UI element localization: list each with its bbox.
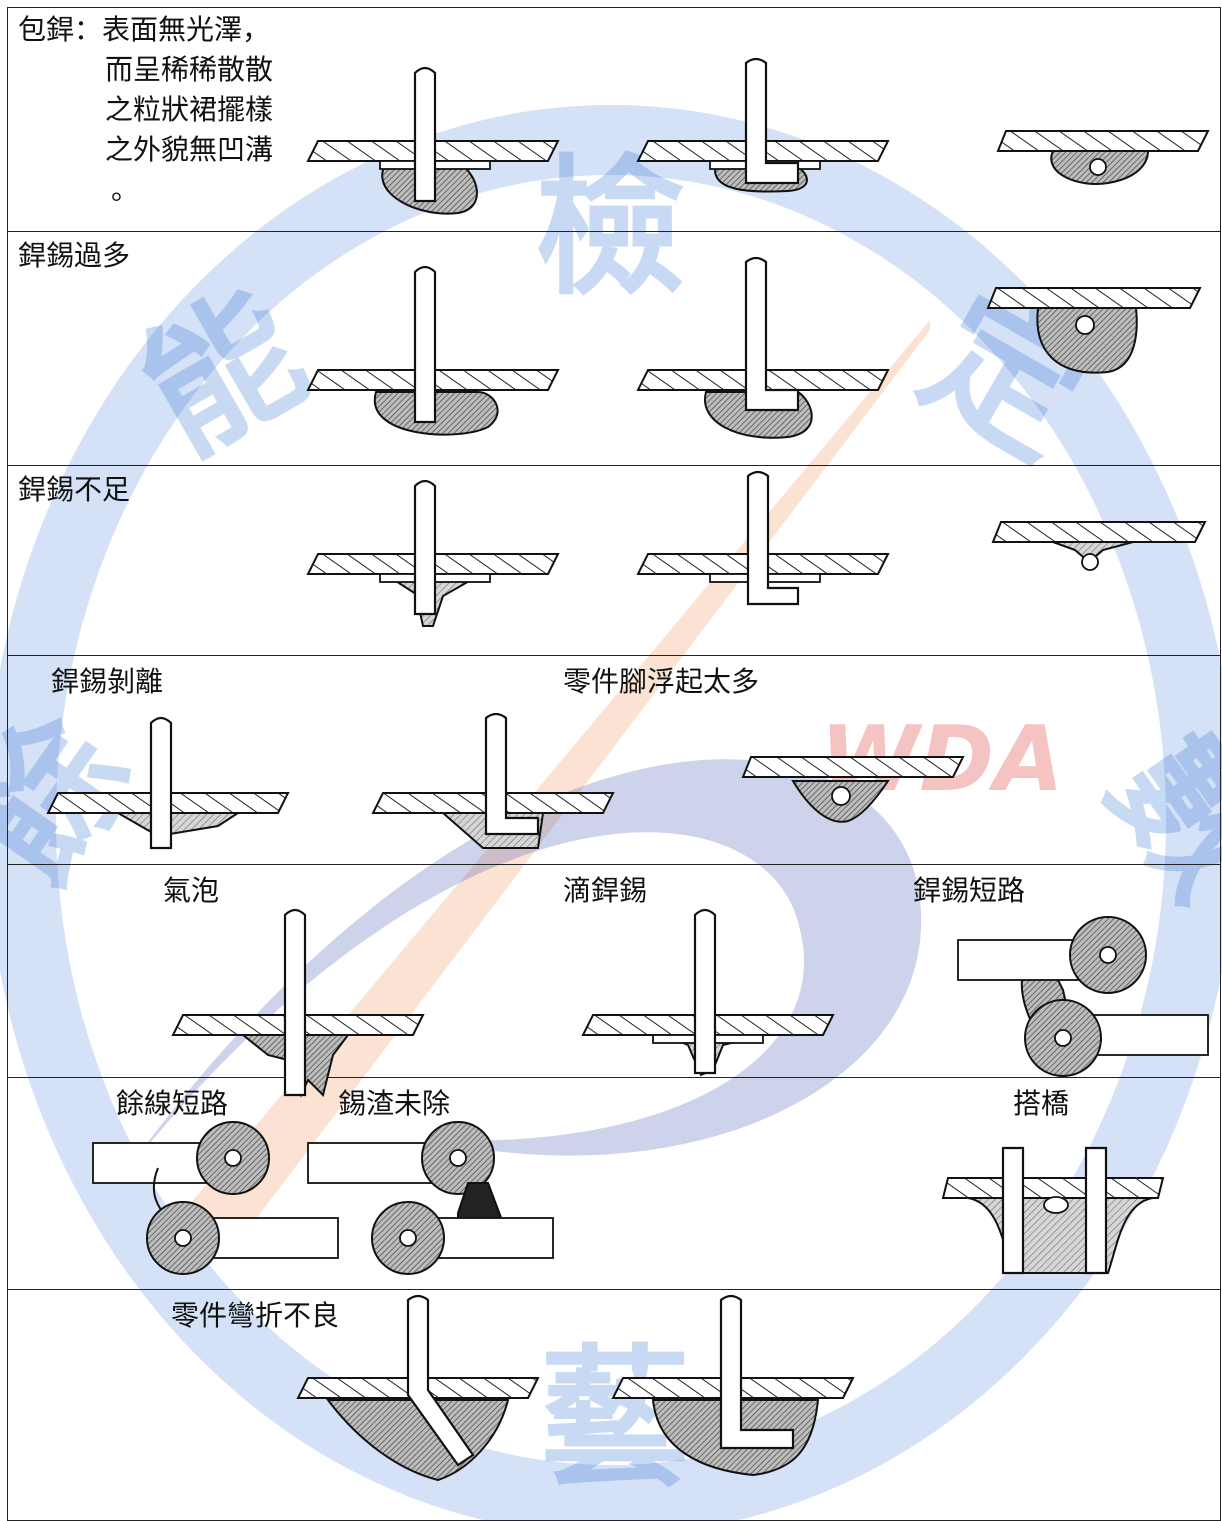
figure-bridge xyxy=(941,1146,1165,1275)
row-label: 銲錫剝離 xyxy=(51,665,164,698)
figure-insufficient-bent xyxy=(636,470,890,606)
figure-wire-short xyxy=(92,1121,339,1275)
figure-wrap-side xyxy=(996,130,1210,185)
figure-excess-straight xyxy=(306,265,560,436)
figure-drip xyxy=(581,908,835,1077)
figure-bubble xyxy=(171,908,425,1098)
figure-peel-bent xyxy=(371,712,615,849)
figure-excess-bent xyxy=(636,256,890,439)
figure-bend-square xyxy=(611,1294,855,1477)
row-label: 之外貌無凹溝 xyxy=(105,133,274,166)
row-label: 零件彎折不良 xyxy=(171,1299,340,1332)
figure-wrap-bent xyxy=(636,57,890,193)
figure-insufficient-straight xyxy=(306,479,560,627)
row-short: 餘線短路 錫渣未除 搭橋 xyxy=(7,1078,1221,1290)
figure-solder-short xyxy=(957,916,1209,1077)
row-label: 餘線短路 xyxy=(116,1087,229,1120)
row-label: 銲錫過多 xyxy=(18,239,131,272)
row-bubble: 氣泡 滴銲錫 銲錫短路 xyxy=(7,865,1221,1098)
row-insufficient: 銲錫不足 xyxy=(7,466,1221,656)
row-excess: 銲錫過多 xyxy=(7,232,1221,466)
row-label: 包銲：表面無光澤， xyxy=(18,13,271,46)
figure-lifted-leg xyxy=(741,756,965,823)
row-label: 而呈稀稀散散 xyxy=(105,53,274,86)
row-label: 氣泡 xyxy=(163,874,220,907)
row-label: 零件腳浮起太多 xyxy=(563,665,760,698)
figure-peel-straight xyxy=(46,716,290,850)
row-label: 搭橋 xyxy=(1013,1087,1070,1120)
row-label: 之粒狀裙擺樣 xyxy=(105,93,274,126)
row-label: 銲錫短路 xyxy=(913,874,1026,907)
row-bend: 零件彎折不良 xyxy=(7,1290,1221,1521)
row-label: 。 xyxy=(111,173,140,206)
figure-bend-angled xyxy=(296,1294,540,1482)
row-peel: 銲錫剝離 零件腳浮起太多 xyxy=(7,656,1221,865)
row-label: 錫渣未除 xyxy=(338,1087,451,1120)
figure-wrap-straight xyxy=(306,66,560,215)
figure-dross xyxy=(307,1121,554,1275)
row-label: 銲錫不足 xyxy=(18,473,131,506)
figure-insufficient-side xyxy=(991,521,1207,571)
row-label: 滴銲錫 xyxy=(563,874,648,907)
row-wrap: 包銲：表面無光澤， 而呈稀稀散散 之粒狀裙擺樣 之外貌無凹溝 。 xyxy=(7,7,1221,232)
figure-excess-side xyxy=(986,287,1202,374)
